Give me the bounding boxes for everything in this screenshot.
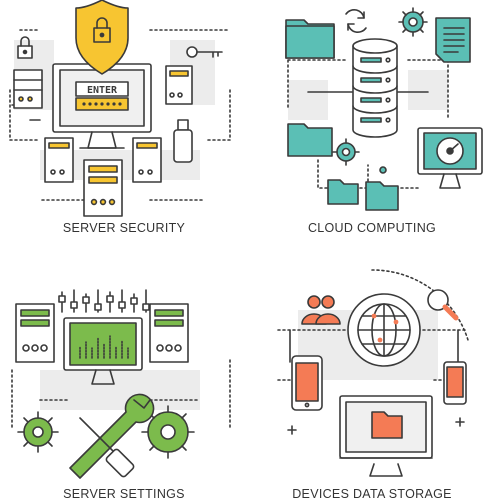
gear-icon bbox=[332, 138, 360, 166]
shield-lock-icon bbox=[75, 0, 129, 75]
server-right-bottom bbox=[132, 137, 162, 183]
folder-icon bbox=[287, 123, 333, 157]
enter-label: ENTER bbox=[87, 85, 118, 96]
devices-data-storage-caption: DEVICES DATA STORAGE bbox=[292, 487, 452, 501]
devices-data-storage-illustration bbox=[277, 269, 469, 477]
password-dots bbox=[82, 102, 122, 106]
devices-data-storage-panel: DEVICES DATA STORAGE bbox=[248, 250, 496, 501]
server-left bbox=[15, 303, 55, 363]
key-icon bbox=[186, 46, 223, 58]
padlock-icon bbox=[17, 36, 33, 59]
server-right bbox=[149, 303, 189, 363]
cloud-computing-illustration bbox=[285, 7, 483, 211]
database-icon bbox=[352, 38, 398, 138]
folder-icon bbox=[285, 19, 335, 59]
screwdriver-icon bbox=[79, 417, 135, 478]
cloud-computing-panel: CLOUD COMPUTING bbox=[248, 0, 496, 250]
folder-icon bbox=[327, 179, 359, 205]
gear-icon bbox=[17, 411, 59, 453]
tablet-icon bbox=[443, 361, 467, 405]
monitor bbox=[63, 317, 143, 385]
cloud-computing-caption: CLOUD COMPUTING bbox=[307, 221, 437, 235]
server-settings-caption: SERVER SETTINGS bbox=[63, 487, 185, 501]
server-security-panel: ENTER SERVER SECURITY bbox=[0, 0, 248, 250]
globe-icon bbox=[347, 293, 421, 367]
server-security-caption: SERVER SECURITY bbox=[62, 221, 186, 235]
server-left-bottom bbox=[44, 137, 74, 183]
server-settings-panel: SERVER SETTINGS bbox=[0, 250, 248, 501]
speedometer-icon bbox=[417, 127, 483, 189]
server-center bbox=[83, 159, 123, 217]
magnifier-icon bbox=[427, 289, 459, 321]
refresh-icon bbox=[345, 9, 367, 33]
equalizer-icon bbox=[58, 289, 150, 313]
server-right-top bbox=[165, 65, 193, 105]
document-icon bbox=[435, 17, 471, 63]
users-icon bbox=[301, 295, 341, 325]
gear-icon bbox=[141, 405, 195, 459]
folder-icon bbox=[371, 411, 403, 439]
server-left-top bbox=[13, 69, 43, 109]
usb-drive-icon bbox=[173, 119, 193, 163]
wrench-icon bbox=[69, 393, 155, 479]
server-security-illustration: ENTER bbox=[9, 0, 231, 217]
smartphone-icon bbox=[291, 355, 323, 411]
server-settings-illustration bbox=[11, 289, 231, 479]
gear-icon bbox=[398, 7, 428, 37]
folder-icon bbox=[365, 181, 399, 211]
